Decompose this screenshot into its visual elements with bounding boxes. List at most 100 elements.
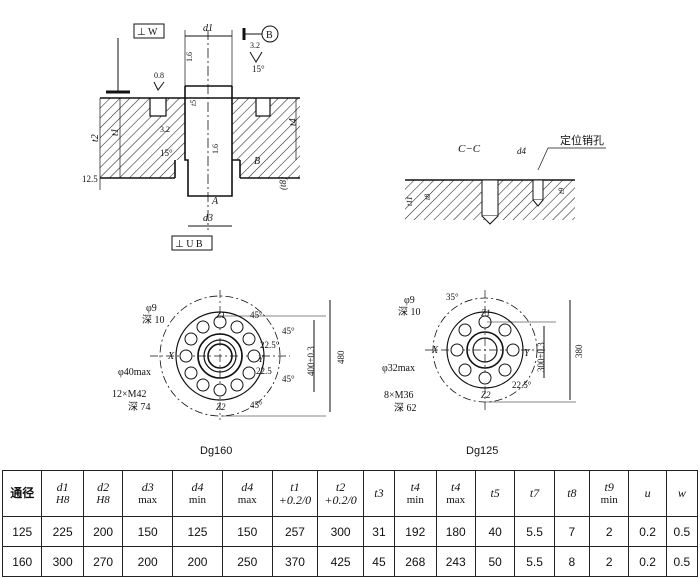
table-cell: 268	[394, 546, 437, 577]
table-cell: 225	[41, 516, 84, 547]
dg160-dim-inner: 400±0.3	[306, 346, 316, 376]
dg160-z2: Z2	[216, 402, 226, 412]
header-symbol: t8	[567, 486, 577, 500]
header-symbol: t4	[451, 479, 461, 494]
dg125-z2: Z2	[481, 390, 491, 400]
header-symbol: t4	[410, 479, 420, 494]
dg160-y: Y	[258, 354, 265, 365]
dg125-z1: Z1	[481, 308, 491, 318]
dg125-dim-outer: 380	[574, 344, 584, 358]
t8-paren-label: (t8)	[278, 177, 288, 190]
dg125-y: Y	[524, 348, 531, 359]
dg160-thread-depth: 深 74	[128, 401, 151, 413]
section-cc-title: C−C	[458, 143, 481, 155]
datum-b-label: B	[266, 30, 273, 41]
t11-label: t11	[405, 196, 414, 206]
header-symbol: d4	[191, 479, 204, 494]
dg160-depth-label: 深 10	[142, 314, 165, 326]
dg160-hole-label: φ9	[146, 303, 157, 314]
dg160-caption: Dg160	[200, 445, 232, 457]
dg125-bore: φ32max	[382, 363, 415, 374]
table-cell: 200	[172, 546, 223, 577]
header-qualifier: H8	[96, 493, 110, 506]
table-cell: 5.5	[514, 516, 555, 547]
table-cell: 300	[41, 546, 84, 577]
table-header-cell: t2 +0.2/0	[317, 470, 364, 517]
roughness-08: 0.8	[154, 71, 164, 80]
tolerance-ub-text: ⊥ U B	[175, 239, 203, 250]
header-symbol: t2 +0.2/0	[324, 479, 357, 507]
t1-label: t1	[110, 128, 121, 136]
table-cell: 0.5	[665, 546, 699, 577]
section-cc-view: C−C 定位销孔 d4 t9 t11 t8	[405, 133, 606, 225]
technical-drawing: d1 ⊥ W B 1.6 3.2 15° 0.8 3.2 15° 1.6 12.…	[82, 23, 606, 457]
dg125-angle-225: 22.5°	[512, 380, 532, 390]
table-cell: 0.2	[628, 546, 667, 577]
table-cell: 0.2	[628, 516, 667, 547]
header-symbol: d4	[241, 479, 254, 494]
t8-label: t8	[423, 194, 432, 200]
header-symbol: t9	[604, 479, 614, 494]
roughness-32a: 3.2	[250, 41, 260, 50]
table-header-cell: t5	[474, 470, 516, 517]
dg160-angle-225a: 22.5°	[260, 340, 280, 350]
table-cell: 300	[317, 516, 364, 547]
header-symbol: d1	[56, 479, 69, 494]
dg160-z1: Z1	[216, 310, 226, 320]
roughness-16b: 1.6	[211, 144, 220, 154]
table-cell: 125	[1, 516, 43, 547]
section-a-label: A	[211, 196, 219, 207]
dg160-angle-45c: 45°	[282, 374, 295, 384]
dg160-angle-45b: 45°	[282, 326, 295, 336]
table-cell: 270	[82, 546, 124, 577]
dg125-plan-view: φ9 深 10 35° 22.5° Z1 Z2 X Y φ32max 8×M36…	[382, 290, 584, 457]
table-cell: 200	[82, 516, 124, 547]
dg125-x: X	[431, 345, 439, 356]
datum-b-circle	[261, 25, 279, 43]
d1-label: d1	[203, 23, 213, 34]
table-cell: 150	[122, 516, 174, 547]
dg160-plan-view: φ9 深 10 45° 45° 22.5° 22.5 45° 45° Z1 Z2…	[112, 290, 346, 457]
header-symbol: t3	[374, 486, 384, 500]
header-qualifier: min	[188, 493, 207, 506]
tolerance-frame-ub	[171, 235, 213, 251]
header-qualifier: max	[237, 493, 257, 506]
roughness-16a: 1.6	[185, 52, 194, 62]
table-cell: 180	[435, 516, 476, 547]
d3-label: d3	[203, 213, 213, 224]
dg160-angle-225b: 22.5	[256, 366, 272, 376]
dg125-thread-depth: 深 62	[394, 402, 417, 414]
header-symbol: d2	[97, 479, 110, 494]
table-cell: 0.5	[665, 516, 699, 547]
table-cell: 50	[474, 546, 516, 577]
dg160-bore: φ40max	[118, 367, 151, 378]
header-symbol: 通径	[10, 486, 35, 500]
roughness-32b: 3.2	[160, 125, 170, 134]
dg125-bolt-holes	[450, 315, 520, 385]
table-cell: 8	[553, 546, 591, 577]
table-cell: 250	[221, 546, 273, 577]
roughness-125: 12.5	[82, 174, 98, 184]
dg125-caption: Dg125	[466, 445, 498, 457]
body-hatch-left	[100, 98, 185, 178]
d4-label: d4	[517, 146, 527, 156]
table-cell: 425	[317, 546, 364, 577]
top-section-view: d1 ⊥ W B 1.6 3.2 15° 0.8 3.2 15° 1.6 12.…	[82, 23, 300, 251]
table-cell: 2	[588, 516, 630, 547]
dg160-dim-outer: 480	[336, 350, 346, 364]
t2-label: t2	[90, 134, 101, 142]
table-cell: 5.5	[514, 546, 555, 577]
table-cell: 31	[362, 516, 396, 547]
t9-label: t9	[557, 188, 566, 194]
tolerance-w-text: ⊥ W	[137, 27, 158, 38]
dg125-depth-label: 深 10	[398, 306, 421, 318]
header-qualifier: min	[406, 493, 424, 506]
